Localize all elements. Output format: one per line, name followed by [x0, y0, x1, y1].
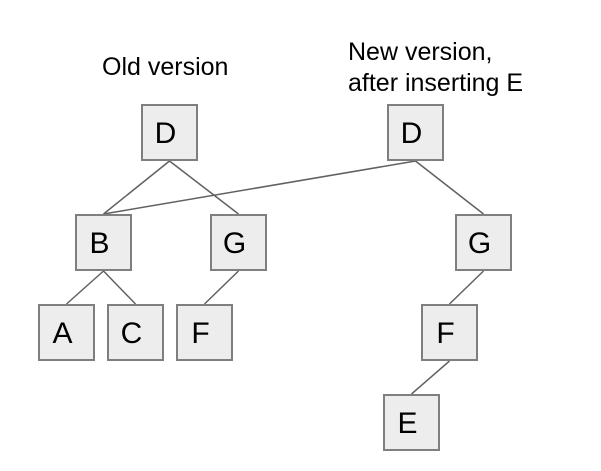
node-new-d-label: D [400, 116, 423, 150]
edge-old-d-old-g [169, 160, 239, 215]
node-old-c-label: C [120, 316, 143, 350]
node-old-f-label: F [191, 316, 210, 350]
node-new-e-label: E [397, 406, 418, 440]
node-new-e: E [383, 394, 440, 451]
node-new-f-label: F [436, 316, 455, 350]
node-old-c: C [107, 304, 164, 361]
edge-old-d-old-b [103, 160, 170, 215]
node-old-b-label: B [89, 226, 110, 260]
edge-old-b-old-c [102, 270, 137, 305]
node-new-d: D [387, 104, 444, 161]
node-old-g-label: G [222, 226, 247, 260]
node-old-a-label: A [52, 316, 73, 350]
edge-old-g-old-f [203, 270, 240, 305]
edge-new-d-old-b [103, 160, 416, 215]
edge-old-b-old-a [66, 270, 104, 305]
old-version-title: Old version [102, 53, 229, 81]
node-new-f: F [421, 304, 478, 361]
node-old-b: B [75, 214, 132, 271]
node-old-g: G [210, 214, 267, 271]
node-old-f: F [176, 304, 233, 361]
edge-new-g-new-f [448, 270, 485, 305]
node-new-g: G [455, 214, 512, 271]
node-old-d-label: D [154, 116, 177, 150]
node-old-d: D [141, 104, 198, 161]
node-new-g-label: G [467, 226, 492, 260]
new-version-title-line1: New version, [348, 38, 493, 66]
edge-new-d-new-g [415, 160, 484, 215]
edge-new-f-new-e [411, 360, 450, 395]
node-old-a: A [38, 304, 95, 361]
new-version-title-line2: after inserting E [348, 69, 524, 97]
new-version-title: New version, after inserting E [348, 37, 523, 99]
